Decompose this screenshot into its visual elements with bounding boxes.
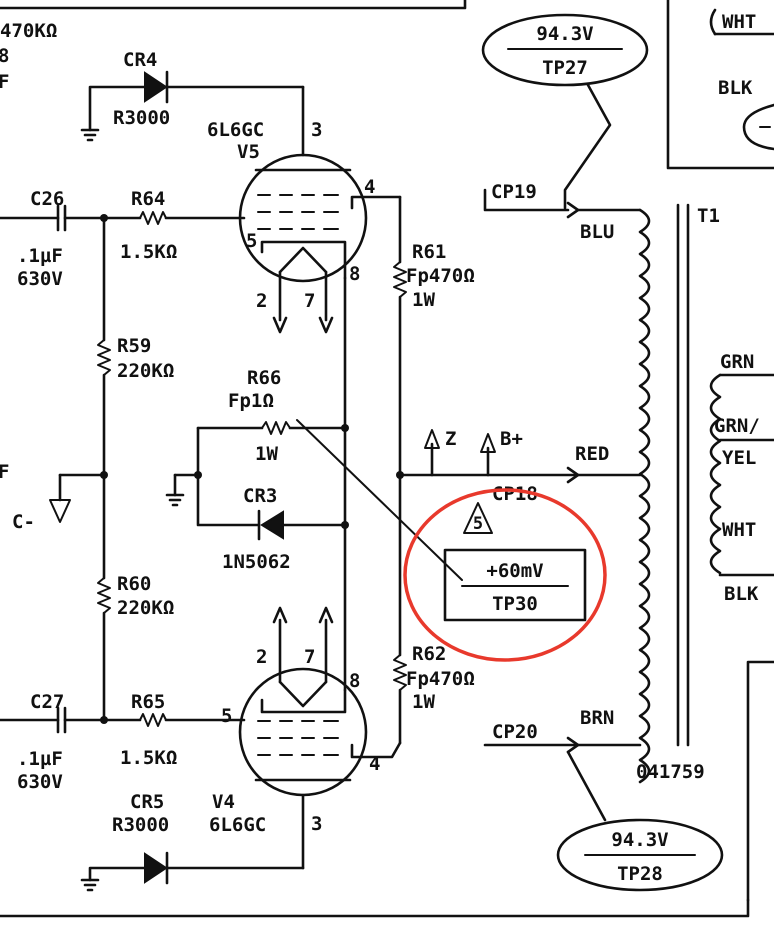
ground-icon: [80, 128, 100, 142]
t1-label: T1: [697, 205, 720, 227]
r66-value: Fp1Ω: [228, 390, 274, 412]
r66-label: R66: [247, 367, 281, 389]
output-transformer: [483, 188, 774, 784]
c26-capacitor: [0, 204, 142, 232]
wht-wire-label-right: WHT: [722, 519, 756, 541]
top-right-connector: [709, 8, 774, 151]
v5-pin5: 5: [246, 230, 257, 252]
left-edge-mark-c: F: [0, 461, 9, 483]
cr4-part: R3000: [113, 107, 170, 129]
red-wire-label: RED: [575, 443, 609, 465]
grn-yel-wire-label-a: GRN/: [714, 415, 760, 437]
brn-wire-label: BRN: [580, 707, 614, 729]
grn-wire-label: GRN: [720, 351, 754, 373]
c-minus-label: C-: [12, 511, 35, 533]
tp30-voltage: +60mV: [486, 560, 543, 582]
tp27-name: TP27: [542, 57, 588, 79]
z-node-label: Z: [445, 428, 456, 450]
r65-resistor: [139, 713, 246, 727]
r62-wattage: 1W: [412, 691, 435, 713]
b-plus-label: B+: [500, 428, 523, 450]
r60-label: R60: [117, 573, 151, 595]
v5-ref: V5: [237, 141, 260, 163]
r61-wattage: 1W: [412, 289, 435, 311]
r61-value: Fp470Ω: [406, 265, 475, 287]
cp20-label: CP20: [492, 721, 538, 743]
v4-pin4: 4: [369, 753, 380, 775]
r59-value: 220KΩ: [117, 360, 174, 382]
v5-pin4: 4: [364, 176, 375, 198]
v4-pin8: 8: [349, 670, 360, 692]
cr4-label: CR4: [123, 49, 157, 71]
v4-type: 6L6GC: [209, 814, 266, 836]
r60-value: 220KΩ: [117, 597, 174, 619]
c26-value: .1µF: [17, 245, 63, 267]
v4-pin3: 3: [311, 813, 322, 835]
test-point-tp28: [556, 750, 724, 892]
v5-pin3: 3: [311, 119, 322, 141]
cp19-label: CP19: [491, 181, 537, 203]
blk-wire-label-top: BLK: [718, 77, 753, 99]
r66-wattage: 1W: [255, 443, 278, 465]
v4-pin5: 5: [221, 705, 232, 727]
v5-tube: [238, 85, 402, 334]
blk-wire-label-right: BLK: [724, 583, 759, 605]
r65-value: 1.5KΩ: [120, 747, 177, 769]
bias-divider: [49, 214, 111, 724]
tp30-note-number: 5: [473, 514, 483, 534]
cr3-label: CR3: [243, 485, 277, 507]
grn-yel-wire-label-b: YEL: [722, 447, 756, 469]
cr5-label: CR5: [130, 791, 164, 813]
cr3-part: 1N5062: [222, 551, 291, 573]
r61-label: R61: [412, 241, 446, 263]
v4-tube: [238, 606, 402, 870]
c27-capacitor: [0, 706, 142, 734]
r59-label: R59: [117, 335, 151, 357]
r62-value: Fp470Ω: [406, 668, 475, 690]
frame-lines: [0, 0, 774, 918]
left-edge-mark-a: 8: [0, 45, 9, 67]
c26-label: C26: [30, 188, 64, 210]
screen-resistors: [393, 195, 580, 745]
blu-wire-label: BLU: [580, 221, 614, 243]
cr5-part: R3000: [112, 814, 169, 836]
v5-pin7: 7: [304, 290, 315, 312]
v5-pin8: 8: [349, 263, 360, 285]
r64-value: 1.5KΩ: [120, 241, 177, 263]
c26-voltage: 630V: [17, 268, 63, 290]
cr5-diode: [80, 851, 305, 892]
v5-pin2: 2: [256, 290, 267, 312]
r64-label: R64: [131, 188, 165, 210]
left-edge-mark-b: F: [0, 71, 9, 93]
transformer-part-number: 041759: [636, 761, 705, 783]
tp28-voltage: 94.3V: [611, 829, 668, 851]
c27-label: C27: [30, 691, 64, 713]
r-top-value: 470KΩ: [0, 20, 57, 42]
r64-resistor: [139, 211, 246, 225]
c27-voltage: 630V: [17, 771, 63, 793]
test-point-tp30: [443, 502, 587, 622]
tp30-name: TP30: [492, 593, 538, 615]
v5-type: 6L6GC: [207, 119, 264, 141]
highlight-circle: [403, 488, 607, 662]
r62-label: R62: [412, 643, 446, 665]
ground-icon: [80, 878, 100, 892]
wht-wire-label-top: WHT: [722, 11, 756, 33]
r65-label: R65: [131, 691, 165, 713]
v4-ref: V4: [212, 791, 235, 813]
cathode-network: [165, 276, 463, 692]
tp28-name: TP28: [617, 863, 663, 885]
tp27-voltage: 94.3V: [536, 23, 593, 45]
cr4-diode: [80, 70, 305, 142]
c27-value: .1µF: [17, 748, 63, 770]
test-point-tp27: [481, 13, 649, 210]
v4-pin7: 7: [304, 646, 315, 668]
v4-pin2: 2: [256, 646, 267, 668]
